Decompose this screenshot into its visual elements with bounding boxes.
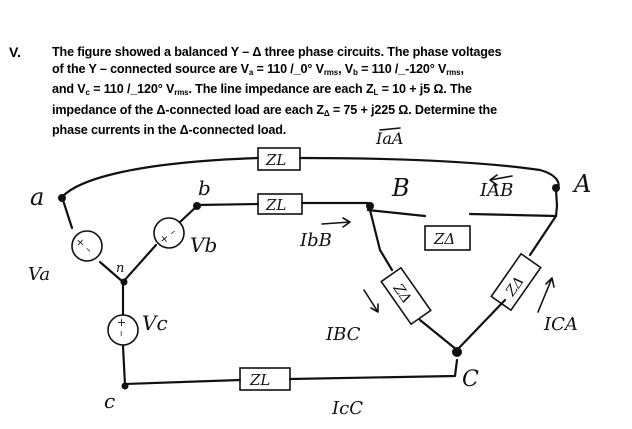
zd-box-BC: ZΔ	[380, 266, 432, 326]
source-b-circle	[153, 217, 185, 249]
wire-a-n	[60, 195, 74, 230]
va-sub: a	[248, 67, 254, 77]
source-c-circle	[107, 314, 139, 346]
zd-sub: Δ	[323, 108, 330, 118]
label-IcC: IcC	[331, 398, 363, 419]
zl-label-b: ZL	[265, 196, 286, 214]
node-A-dot	[552, 184, 560, 192]
va-value: = 110 /_0° V	[253, 61, 324, 76]
label-c: c	[104, 389, 115, 413]
vb-value: = 110 /_-120° V	[357, 61, 447, 76]
wire-c-line	[123, 358, 459, 386]
vb-symbol: , V	[338, 61, 354, 76]
zd-label-BC: ZΔ	[389, 280, 414, 306]
line-4-pre: impedance of the Δ-connected load are ea…	[52, 102, 324, 117]
label-IaA: IaA	[375, 129, 403, 148]
node-C-dot	[452, 347, 462, 357]
zl-box-b	[257, 193, 303, 215]
rms-3: rms	[174, 88, 189, 98]
line-2-end: ,	[460, 61, 464, 76]
wire-A-C	[455, 214, 558, 352]
line-3: and Vc = 110 /_120° Vrms. The line imped…	[52, 81, 622, 102]
wire-n-c	[121, 280, 127, 387]
wire-b-n	[121, 205, 198, 284]
zl-box-c	[239, 367, 291, 391]
label-Vc: Vc	[142, 311, 168, 335]
label-IbB: IbB	[299, 230, 332, 251]
vc-sub: c	[85, 88, 90, 98]
source-b-polarity: + –	[157, 225, 180, 247]
problem-statement: V. The figure showed a balanced Y – Δ th…	[0, 0, 632, 150]
line-4-end: = 75 + j225 Ω. Determine the	[329, 102, 497, 117]
vc-value: = 110 /_120° V	[89, 82, 175, 97]
line-2: of the Y – connected source are Va = 110…	[52, 61, 622, 82]
wire-a-top	[60, 156, 560, 199]
label-Va: Va	[28, 264, 50, 285]
zd-label-AB: ZΔ	[433, 230, 455, 248]
label-b: b	[198, 176, 211, 200]
line-4: impedance of the Δ-connected load are ea…	[52, 102, 622, 123]
zl-label-c: ZL	[249, 371, 270, 389]
arrow-IaA	[379, 127, 401, 131]
line-3-pre: and V	[52, 82, 86, 97]
wire-B-C	[368, 208, 459, 352]
vb-sub: b	[353, 67, 358, 77]
wire-n-a-branch	[98, 260, 125, 284]
line-3-mid: . The line impedance are each Z	[188, 82, 374, 97]
source-c-polarity: + –	[115, 318, 128, 337]
label-C: C	[462, 367, 479, 392]
label-IBC: IBC	[325, 324, 361, 345]
arrow-IbB	[321, 217, 351, 228]
wire-b-line	[194, 201, 370, 207]
zl-label-a: ZL	[265, 151, 286, 169]
line-2-pre: of the Y – connected source are	[52, 61, 241, 76]
zl-sub: L	[373, 88, 379, 98]
node-B-dot	[366, 202, 374, 210]
label-B: B	[391, 174, 410, 202]
label-a: a	[30, 183, 44, 211]
problem-number: V.	[9, 44, 21, 60]
wire-A-B	[366, 188, 559, 218]
node-b-dot	[193, 202, 201, 210]
label-IAB: IAB	[479, 180, 513, 201]
label-A: A	[572, 170, 591, 198]
arrow-ICA	[537, 277, 555, 313]
line-5: phase currents in the Δ-connected load.	[52, 123, 287, 138]
source-a-polarity: + –	[73, 234, 96, 256]
node-a-dot	[58, 194, 66, 202]
va-symbol: V	[240, 61, 249, 76]
zd-box-CA: ZΔ	[490, 252, 542, 312]
node-c-dot	[121, 382, 129, 390]
line-1: The figure showed a balanced Y – Δ three…	[52, 45, 502, 59]
line-3-end: = 10 + j5 Ω. The	[378, 82, 472, 97]
rms-1: rms	[323, 67, 339, 77]
zd-label-CA: ZΔ	[502, 274, 527, 300]
rms-2: rms	[446, 67, 461, 77]
label-n: n	[116, 261, 124, 276]
label-Vb: Vb	[190, 233, 217, 257]
problem-text: The figure showed a balanced Y – Δ three…	[52, 44, 622, 139]
arrow-IAB	[489, 174, 513, 186]
source-a-circle	[71, 230, 103, 262]
arrow-IBC	[363, 289, 379, 313]
label-ICA: ICA	[543, 314, 578, 335]
zd-box-AB	[424, 225, 471, 251]
zl-box-a	[257, 147, 301, 171]
node-n-dot	[120, 278, 128, 286]
